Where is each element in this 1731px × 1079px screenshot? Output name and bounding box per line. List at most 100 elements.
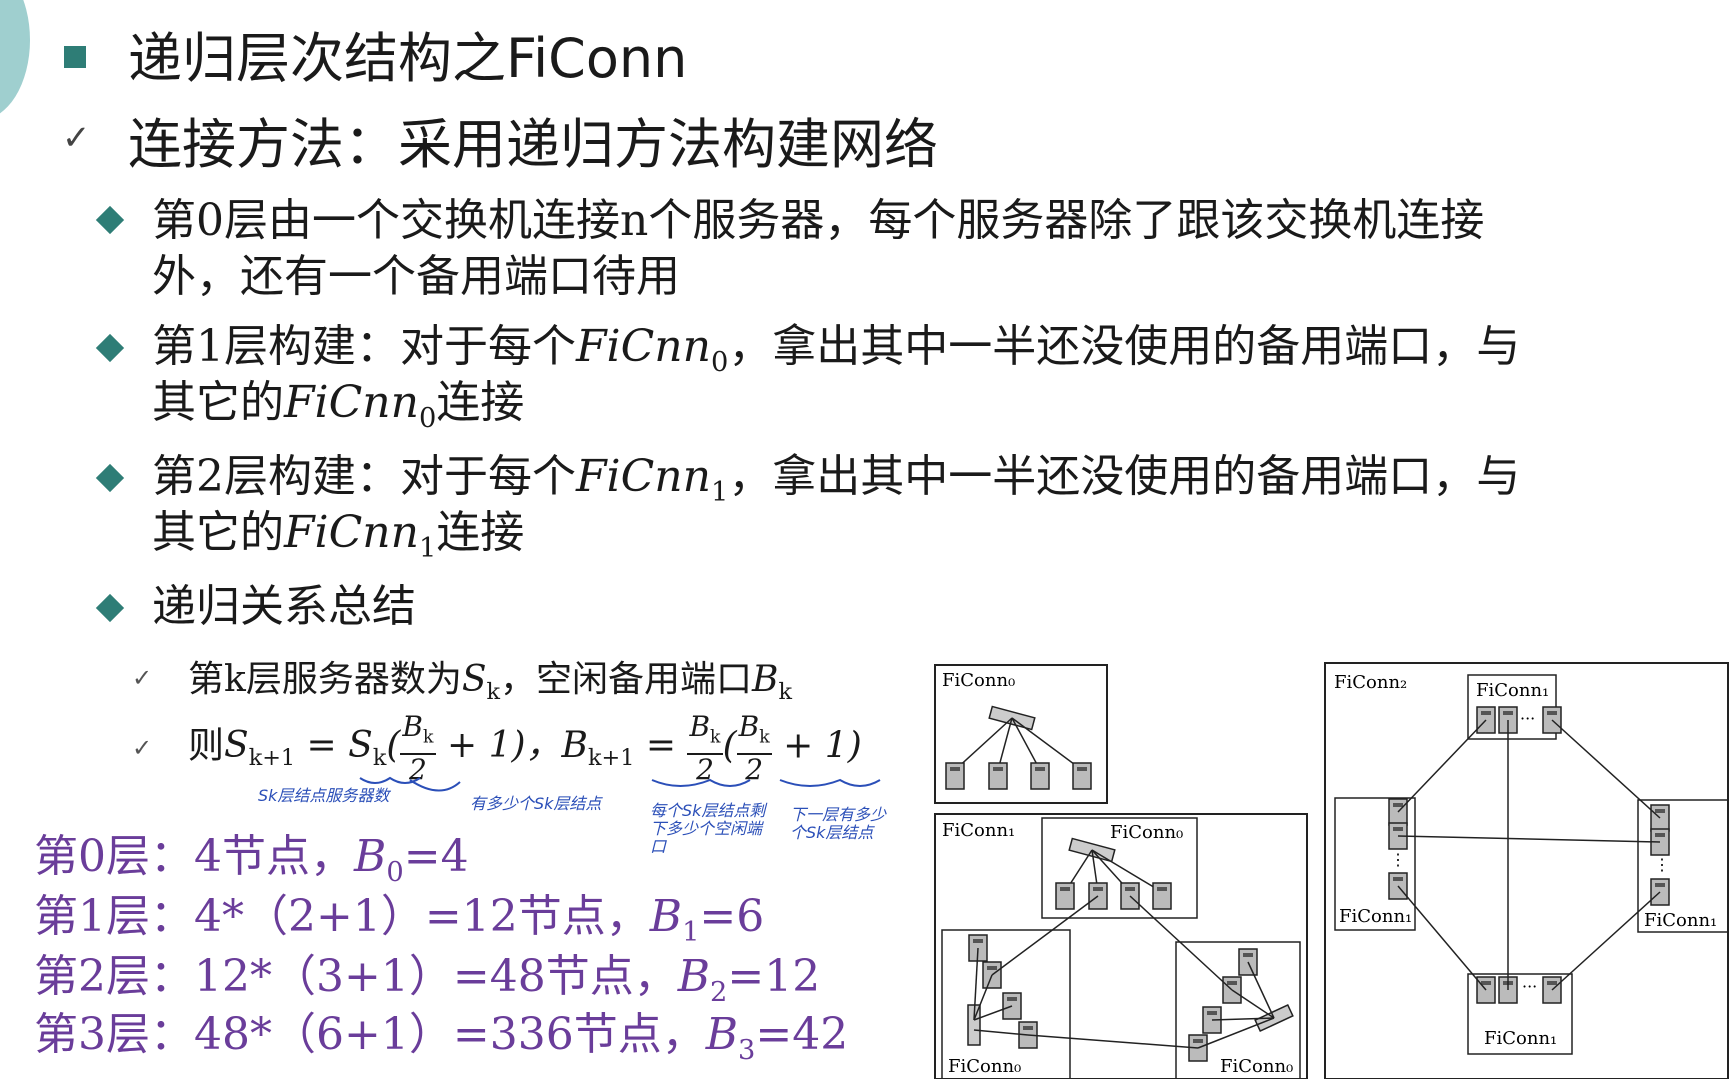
layer-b: B2 (677, 951, 728, 1008)
b-sub: 3 (738, 1034, 756, 1066)
handnote-4: 下一层有多少个Sk层结点 (790, 805, 887, 842)
layer-b: B3 (705, 1009, 756, 1066)
ficonn1-box (934, 813, 1308, 1079)
layer-val: =6 (699, 891, 765, 942)
math-name: FiCnn (284, 507, 419, 558)
math-sub: 0 (418, 402, 437, 434)
b-name: B (677, 951, 711, 1002)
handwritten-underlines (359, 776, 881, 792)
diamond-bullet-icon (95, 593, 125, 623)
bullet-2-line1: 第1层构建：对于每个FiCnn0，拿出其中一半还没使用的备用端口，与 (152, 318, 1520, 392)
layer-expr: 12*（3+1）=48节点， (194, 951, 678, 1002)
svg-text:···: ··· (1520, 709, 1535, 728)
title-bullet-icon (64, 46, 86, 68)
layer-label: 第3层： (34, 1009, 194, 1060)
math-sk: Sk (461, 659, 501, 706)
b-sub: 0 (386, 856, 404, 888)
slide-title: 递归层次结构之FiConn (128, 27, 688, 90)
bullet-3-text-c: 其它的 (152, 507, 284, 558)
svg-text:···: ··· (1522, 977, 1537, 996)
bullet-2-text-c: 其它的 (152, 377, 284, 428)
bullet-2-text-b: ，拿出其中一半还没使用的备用端口，与 (728, 321, 1521, 372)
math-bk: Bk (752, 659, 793, 706)
math-sub: 1 (710, 476, 729, 508)
bullet-2-text-d: 连接 (436, 377, 525, 428)
bullet-2-text-a: 第1层构建：对于每个 (152, 321, 576, 372)
bullet-3-text-d: 连接 (436, 507, 525, 558)
b-name: B (705, 1009, 739, 1060)
diamond-bullet-icon (95, 205, 125, 235)
bullet-3-line2: 其它的FiCnn1连接 (152, 504, 524, 578)
ficonn0-box (934, 664, 1108, 804)
bullet-1-line1: 第0层由一个交换机连接n个服务器，每个服务器除了跟该交换机连接 (152, 195, 1485, 246)
diamond-bullet-icon (95, 463, 125, 493)
ficonn1-label: FiConn₁ (942, 820, 1015, 841)
b-sub: 2 (710, 976, 728, 1008)
decorative-circle (0, 0, 30, 120)
diamond-bullet-icon (95, 333, 125, 363)
check-1-text: 第k层服务器数为Sk，空闲备用端口Bk (188, 650, 792, 705)
formula-s: Sk+1 = Sk( (224, 725, 401, 772)
layer-label: 第2层： (34, 951, 194, 1002)
layer-b: B1 (649, 891, 700, 948)
checkmark-icon: ✓ (62, 118, 91, 158)
svg-text:⋮: ⋮ (1654, 855, 1670, 874)
formula-plus: + 1)，Bk+1 = (435, 725, 688, 772)
layer-expr: 4节点， (194, 831, 354, 882)
layer-2-line: 第2层：12*（3+1）=48节点，B2=12 (34, 940, 820, 1008)
ficonn2-top-label: FiConn₁ (1476, 680, 1549, 701)
layer-b: B0 (354, 831, 404, 888)
handnote-3: 每个Sk层结点剩下多少个空闲端口 (650, 801, 766, 856)
ficonn2-bottom-label: FiConn₁ (1484, 1028, 1557, 1049)
bullet-3-text-a: 第2层构建：对于每个 (152, 451, 576, 502)
ficonn1-inner-br-label: FiConn₀ (1220, 1056, 1293, 1077)
math-ficnn: FiCnn0 (576, 321, 728, 378)
layer-val: =42 (755, 1009, 849, 1060)
layer-val: =4 (403, 831, 469, 882)
check-2-a: 则 (188, 725, 225, 767)
layer-val: =12 (727, 951, 821, 1002)
handnote-2: 有多少个Sk层结点 (470, 794, 602, 813)
ficonn-diagram: FiConn₀ FiConn₁ FiConn₀ FiConn₀ FiConn₀ … (934, 662, 1729, 1079)
math-name: FiCnn (284, 377, 419, 428)
ficonn1-inner-bl-label: FiConn₀ (948, 1056, 1021, 1077)
checkmark-icon: ✓ (132, 734, 153, 762)
bullet-2-line2: 其它的FiCnn0连接 (152, 374, 524, 448)
layer-0-line: 第0层：4节点，B0=4 (34, 820, 469, 888)
math-ficnn: FiCnn1 (284, 507, 436, 564)
svg-text:⋮: ⋮ (1390, 850, 1406, 869)
handnote-1: Sk层结点服务器数 (258, 786, 390, 805)
bullet-3-text-b: ，拿出其中一半还没使用的备用端口，与 (728, 451, 1521, 502)
checkmark-icon: ✓ (132, 664, 153, 692)
ficonn1-inner-top-label: FiConn₀ (1110, 822, 1183, 843)
ficonn2-left-label: FiConn₁ (1339, 906, 1412, 927)
math-sub: 0 (710, 346, 729, 378)
bullet-4-line1: 递归关系总结 (152, 581, 416, 632)
bullet-1-line2: 外，还有一个备用端口待用 (152, 251, 680, 302)
ficonn2-right-label: FiConn₁ (1644, 910, 1717, 931)
layer-label: 第0层： (34, 831, 194, 882)
bullet-3-line1: 第2层构建：对于每个FiCnn1，拿出其中一半还没使用的备用端口，与 (152, 448, 1520, 522)
formula-end: + 1) (771, 725, 862, 767)
math-name: FiCnn (576, 321, 711, 372)
math-sub: 1 (418, 532, 437, 564)
ficonn0-label: FiConn₀ (942, 670, 1015, 691)
b-sub: 1 (682, 916, 700, 948)
math-name: FiCnn (576, 451, 711, 502)
check-1-a: 第k层服务器数为 (188, 659, 462, 700)
layer-expr: 4*（2+1）=12节点， (194, 891, 650, 942)
math-ficnn: FiCnn1 (576, 451, 728, 508)
layer-expr: 48*（6+1）=336节点， (194, 1009, 706, 1060)
ficonn2-label: FiConn₂ (1334, 672, 1407, 693)
b-name: B (649, 891, 683, 942)
layer-label: 第1层： (34, 891, 194, 942)
layer-3-line: 第3层：48*（6+1）=336节点，B3=42 (34, 998, 848, 1066)
b-name: B (354, 831, 387, 882)
layer-1-line: 第1层：4*（2+1）=12节点，B1=6 (34, 880, 764, 948)
formula-paren: ( (722, 725, 737, 767)
math-ficnn: FiCnn0 (284, 377, 436, 434)
